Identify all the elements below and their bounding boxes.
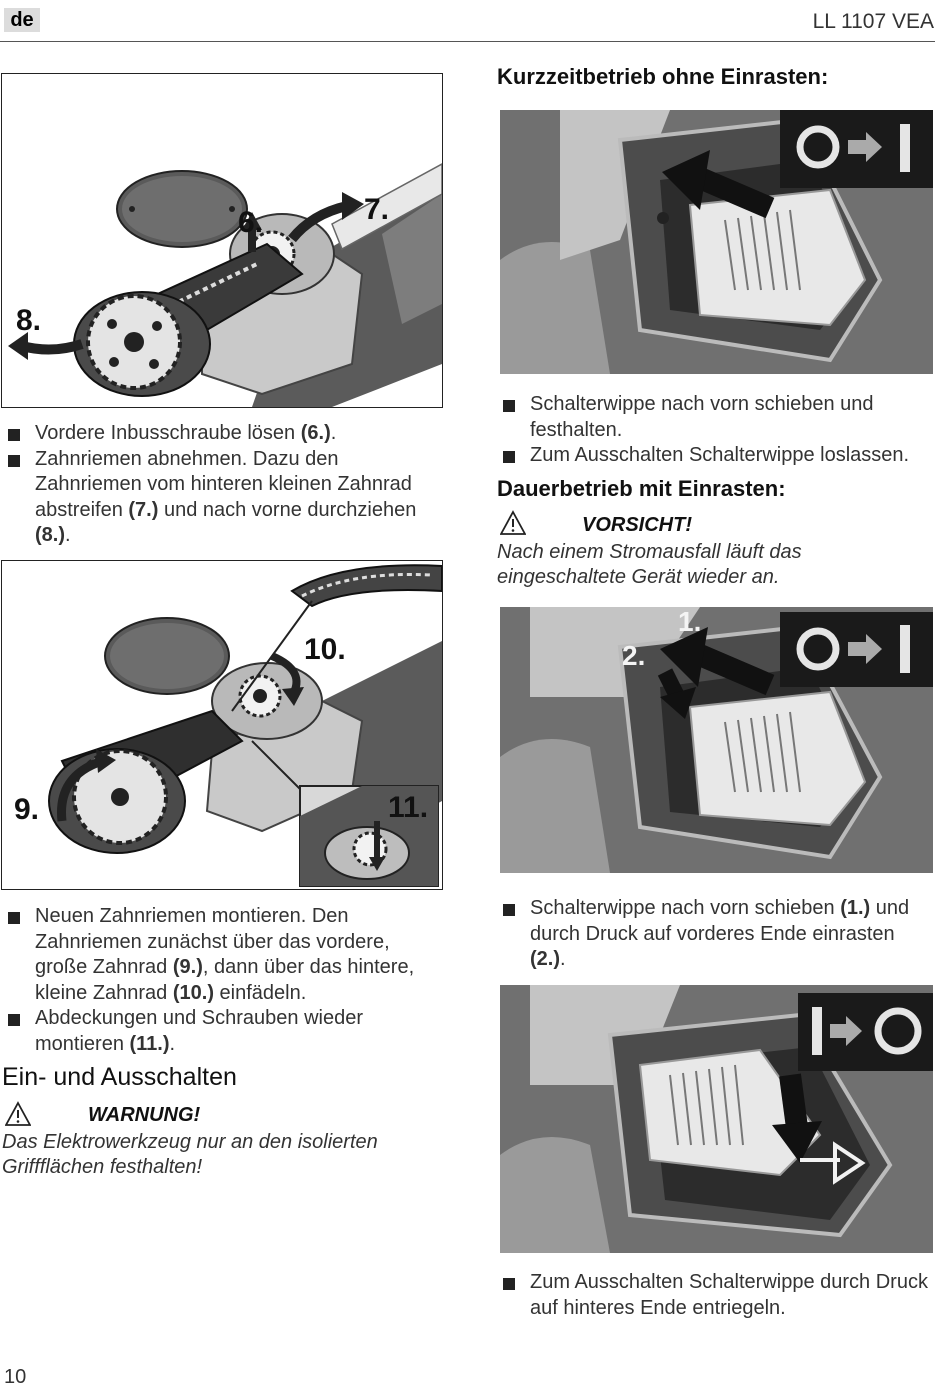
model-name: LL 1107 VEA <box>812 10 934 33</box>
switch-photo-latching: 2. 1. <box>500 607 933 873</box>
figure-label: 7. <box>364 193 389 226</box>
latching-steps: Schalterwippe nach vorn schieben (1.) un… <box>501 896 933 973</box>
figure-label: 9. <box>14 793 39 826</box>
figure-label: 8. <box>16 304 41 337</box>
figure-belt-mounting: 10. 9. 11. <box>1 560 443 890</box>
belt-removal-illustration: 6. 7. 8. <box>8 163 442 407</box>
belt-mounting-steps: Neuen Zahnriemen montieren. Den Zahnriem… <box>6 904 442 1057</box>
switch-photo-momentary <box>500 110 933 374</box>
figure-label: 2. <box>622 640 645 671</box>
caution-title: VORSICHT! <box>582 514 692 536</box>
figure-label: 11. <box>388 791 428 824</box>
caution-text: Nach einem Stromausfall läuft das einges… <box>497 541 802 588</box>
warning-icon <box>4 1101 32 1132</box>
list-item: Schalterwippe nach vorn schieben und fes… <box>501 392 931 443</box>
section-title: Kurzzeitbetrieb ohne Einrasten: <box>497 64 829 89</box>
list-item: Neuen Zahnriemen montieren. Den Zahnriem… <box>6 904 442 1006</box>
list-item: Zum Ausschalten Schalterwippe durch Druc… <box>501 1270 933 1321</box>
list-item: Vordere Inbusschraube lösen (6.). <box>6 421 436 447</box>
list-item: Zum Ausschalten Schalterwippe loslassen. <box>501 443 931 469</box>
header-rule <box>0 41 935 42</box>
page-number: 10 <box>4 1366 27 1388</box>
figure-belt-removal: 6. 7. 8. <box>1 73 443 408</box>
list-item: Schalterwippe nach vorn schieben (1.) un… <box>501 896 933 973</box>
figure-label: 6. <box>238 206 263 239</box>
release-steps: Zum Ausschalten Schalterwippe durch Druc… <box>501 1270 933 1321</box>
language-badge: de <box>4 8 40 32</box>
figure-label: 1. <box>678 607 701 637</box>
figure-label: 10. <box>304 633 346 666</box>
list-item: Abdeckungen und Schrauben wieder montier… <box>6 1006 442 1057</box>
momentary-steps: Schalterwippe nach vorn schieben und fes… <box>501 392 931 469</box>
warning-title: WARNUNG! <box>88 1104 201 1126</box>
switch-photo-release <box>500 985 933 1253</box>
warning-text: Das Elektrowerkzeug nur an den isolierte… <box>2 1131 378 1178</box>
belt-mounting-illustration: 10. 9. 11. <box>14 564 442 887</box>
section-title: Ein- und Ausschalten <box>2 1063 237 1091</box>
caution-icon <box>499 510 527 541</box>
list-item: Zahnriemen abnehmen. Dazu den Zahnriemen… <box>6 447 436 549</box>
section-title: Dauerbetrieb mit Einrasten: <box>497 476 786 501</box>
belt-removal-steps: Vordere Inbusschraube lösen (6.). Zahnri… <box>6 421 436 549</box>
